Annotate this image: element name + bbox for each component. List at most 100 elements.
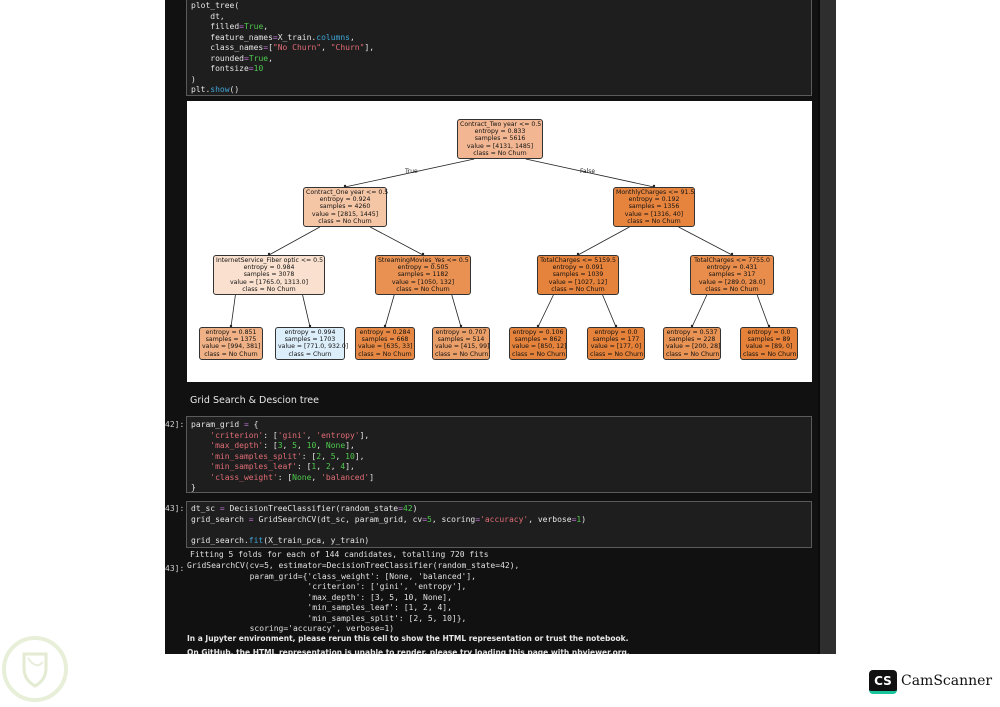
tree-node-line: samples = 668 xyxy=(361,336,409,344)
tree-arrowhead-rll xyxy=(536,324,540,328)
code-line: plt.show() xyxy=(191,85,807,96)
tree-node-line: entropy = 0.833 xyxy=(474,128,526,136)
tree-node-line: class = No Churn xyxy=(666,350,720,358)
code-token: ], xyxy=(354,451,365,461)
code-token: () xyxy=(229,85,240,94)
code-token: = xyxy=(571,514,577,524)
grid-search-code-cell[interactable]: dt_sc = DecisionTreeClassifier(random_st… xyxy=(186,501,812,548)
code-token xyxy=(191,441,210,450)
code-token: = xyxy=(475,514,481,524)
tree-node-line: samples = 1703 xyxy=(284,336,336,344)
tree-arrowhead-rr xyxy=(730,252,734,256)
tree-node-line: MonthlyCharges <= 91.5 xyxy=(616,189,695,196)
code-token: plot_tree( xyxy=(191,1,240,10)
tree-edge-rrr xyxy=(756,294,770,328)
page-bottom-margin xyxy=(0,654,1000,707)
code-token: 42 xyxy=(402,504,413,513)
tree-arrowhead-llr xyxy=(308,324,312,328)
code-token: , xyxy=(297,441,307,450)
code-token: 'min_samples_split' xyxy=(210,451,302,461)
code-token: , xyxy=(268,53,273,63)
code-token: { xyxy=(248,420,259,429)
code-token: 2 xyxy=(325,462,331,471)
code-token: "Churn" xyxy=(330,43,365,52)
tree-node-line: samples = 1182 xyxy=(397,271,449,279)
tree-node-line: samples = 5616 xyxy=(474,135,526,143)
code-token xyxy=(191,452,210,461)
tree-edge-lll xyxy=(230,294,236,328)
code-token xyxy=(191,462,210,471)
tree-node-line: samples = 177 xyxy=(592,336,640,344)
tree-node-line: InternetService_Fiber optic <= 0.5 xyxy=(216,257,324,264)
tree-node-line: samples = 4260 xyxy=(319,203,371,211)
result-line: 'min_samples_split': [2, 5, 10]}, xyxy=(187,613,467,623)
code-token: 10 xyxy=(306,441,317,450)
code-token: columns xyxy=(316,32,350,42)
tree-node-line: value = [1316, 40] xyxy=(624,210,684,218)
code-line: 'class_weight': [None, 'balanced'] xyxy=(191,473,807,484)
code-token: fit xyxy=(248,535,264,545)
tree-node-line: entropy = 0.192 xyxy=(628,196,680,204)
tree-edge-lr xyxy=(370,226,424,256)
param-grid-code: param_grid = { 'criterion': ['gini', 'en… xyxy=(187,417,811,495)
code-token: class_names xyxy=(191,43,264,52)
code-token: DecisionTreeClassifier(random_state xyxy=(224,504,399,513)
code-token: : [ xyxy=(277,472,293,482)
tree-arrowhead-rlr xyxy=(614,324,618,328)
tree-node-line: value = [89, 0] xyxy=(745,343,793,351)
edge-label-true: True xyxy=(405,168,418,175)
code-token: ], xyxy=(345,462,355,471)
code-token: ) xyxy=(581,514,587,524)
code-token: = xyxy=(263,43,269,52)
code-token: , xyxy=(306,430,317,440)
tree-edge-r xyxy=(525,158,655,188)
code-token: fontsize xyxy=(191,64,249,73)
code-line: grid_search.fit(X_train_pca, y_train) xyxy=(191,536,807,547)
result-line: 'max_depth': [3, 5, 10, None], xyxy=(187,592,452,602)
tree-node-line: class = Churn xyxy=(288,350,332,358)
code-token: dt_sc xyxy=(191,504,220,513)
code-token: 5 xyxy=(330,451,336,461)
code-line xyxy=(191,525,807,536)
tree-arrowhead-rrl xyxy=(690,324,694,328)
tree-node-line: class = No Churn xyxy=(242,285,296,293)
tree-node-line: entropy = 0.091 xyxy=(552,264,604,272)
code-token: 1 xyxy=(576,514,582,524)
tree-arrowhead-r xyxy=(652,184,656,188)
code-token: = xyxy=(398,504,403,513)
result-line: GridSearchCV(cv=5, estimator=DecisionTre… xyxy=(187,561,520,570)
code-token: 'gini' xyxy=(277,430,307,440)
code-line: 'criterion': ['gini', 'entropy'], xyxy=(191,431,807,442)
tree-edge-rrl xyxy=(691,294,708,328)
code-token: dt, xyxy=(191,11,225,21)
tree-node-line: class = No Churn xyxy=(204,350,258,358)
code-token: , xyxy=(263,22,269,31)
code-line: dt, xyxy=(191,12,807,23)
tree-node-line: samples = 514 xyxy=(437,336,485,344)
scrollbar[interactable] xyxy=(818,0,836,654)
code-token: feature_names xyxy=(191,32,273,42)
code-token: 'balanced' xyxy=(321,472,370,482)
tree-node-line: value = [1027, 12] xyxy=(548,278,608,286)
html-repr-note-github: On GitHub, the HTML representation is un… xyxy=(187,648,630,654)
tree-node-line: value = [200, 28] xyxy=(666,343,721,351)
code-line: ) xyxy=(191,75,807,86)
code-token: 4 xyxy=(340,462,346,471)
tree-edge-ll xyxy=(268,226,320,256)
plot-tree-code-cell[interactable]: plot_tree( dt, filled=True, feature_name… xyxy=(186,0,812,96)
tree-node-line: value = [4131, 1485] xyxy=(466,142,534,150)
tree-edge-rll xyxy=(537,294,554,328)
tree-node-line: class = No Churn xyxy=(396,285,450,293)
tree-node-line: Contract_One year <= 0.5 xyxy=(306,189,389,196)
result-line: 'min_samples_leaf': [1, 2, 4], xyxy=(187,603,452,612)
code-token: , xyxy=(335,451,346,461)
param-grid-code-cell[interactable]: param_grid = { 'criterion': ['gini', 'en… xyxy=(186,416,812,493)
code-token: , verbose xyxy=(528,514,572,524)
code-token: 'criterion' xyxy=(210,430,264,440)
